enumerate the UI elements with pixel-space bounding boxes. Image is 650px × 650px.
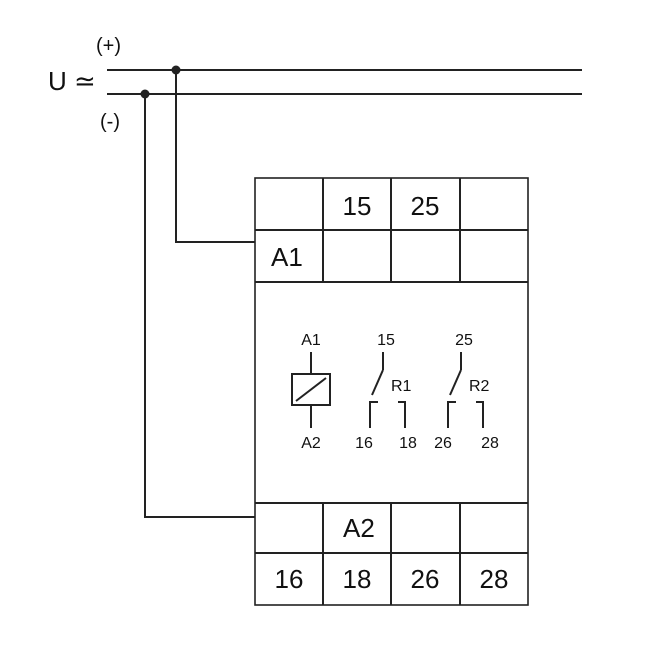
r1-nc-contact: [369, 401, 378, 428]
terminal-15-label: 15: [343, 191, 372, 221]
r2-no-label: 28: [481, 435, 499, 452]
terminal-26-label: 26: [411, 564, 440, 594]
coil-a2-label: A2: [301, 435, 321, 452]
r1-no-label: 18: [399, 435, 417, 452]
r2-name-label: R2: [469, 378, 490, 395]
r2-common-label: 25: [455, 332, 473, 349]
top-terminal-block: 15 25 A1: [255, 178, 528, 283]
terminal-a2-label: A2: [343, 513, 375, 543]
supply-voltage-label: U ≃: [48, 66, 96, 96]
terminal-28-label: 28: [480, 564, 509, 594]
plus-label: (+): [96, 35, 121, 57]
r2-nc-contact: [447, 401, 456, 428]
terminal-25-label: 25: [411, 191, 440, 221]
terminal-18-label: 18: [343, 564, 372, 594]
bottom-terminal-block: A2 16 18 26 28: [255, 502, 528, 605]
contact-r1-symbol: 15 R1 16 18: [355, 332, 417, 452]
r2-no-contact: [476, 401, 484, 428]
r1-no-contact: [398, 401, 406, 428]
minus-label: (-): [100, 111, 120, 133]
terminal-a1-label: A1: [271, 242, 303, 272]
r1-common-label: 15: [377, 332, 395, 349]
terminal-16-label: 16: [275, 564, 304, 594]
contact-r2-symbol: 25 R2 26 28: [434, 332, 499, 452]
coil-a1-label: A1: [301, 332, 321, 349]
r1-nc-label: 16: [355, 435, 373, 452]
r1-name-label: R1: [391, 378, 412, 395]
r2-nc-label: 26: [434, 435, 452, 452]
coil-symbol: A1 A2: [291, 332, 331, 452]
wire-to-a1: [175, 70, 266, 243]
